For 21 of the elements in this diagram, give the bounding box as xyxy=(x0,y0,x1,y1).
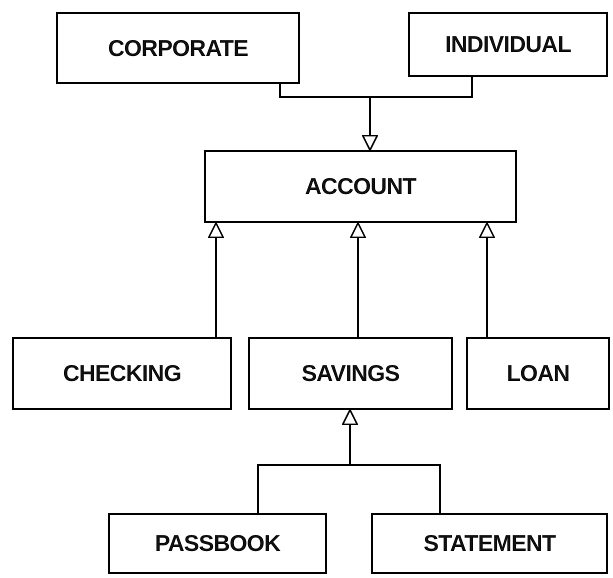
class-box xyxy=(204,150,517,223)
class-name: SAVINGS xyxy=(302,359,400,388)
inheritance-arrow xyxy=(350,222,366,337)
class-name: CHECKING xyxy=(62,359,182,388)
inheritance-arrow xyxy=(342,409,441,513)
inheritance-arrow xyxy=(479,222,495,337)
class-name: STATEMENT xyxy=(424,529,556,558)
inheritance-arrow xyxy=(208,222,224,337)
inheritance-arrow xyxy=(362,77,473,151)
class-name: CORPORATE xyxy=(108,34,248,63)
class-box xyxy=(56,12,300,84)
class-name: ACCOUNT xyxy=(305,172,416,202)
class-box xyxy=(248,337,453,410)
class-box xyxy=(408,12,608,77)
class-box xyxy=(108,513,327,574)
class-box xyxy=(12,337,232,410)
class-box xyxy=(371,513,608,574)
class-name: LOAN xyxy=(506,359,570,388)
class-name: PASSBOOK xyxy=(154,529,280,558)
class-name: INDIVIDUAL xyxy=(445,30,571,60)
class-box xyxy=(466,337,610,410)
